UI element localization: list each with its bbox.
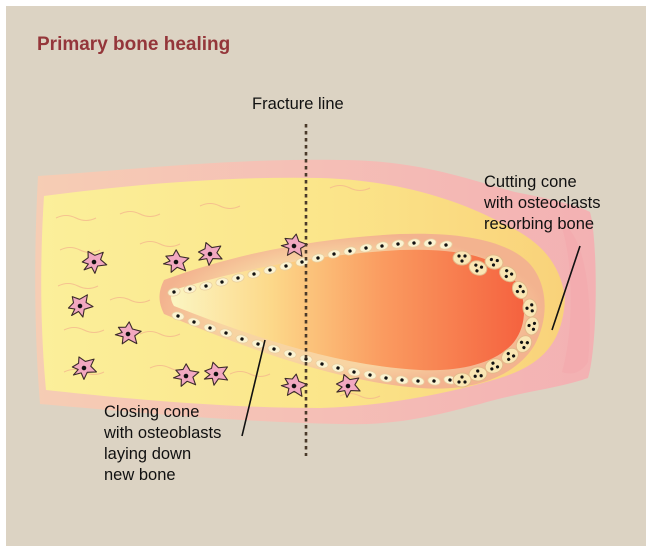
closing-cone-label-line: Closing cone <box>104 402 221 423</box>
closing-cone-label-line: with osteoblasts <box>104 423 221 444</box>
closing-cone-label-line: new bone <box>104 465 221 486</box>
cutting-cone-label: Cutting cone with osteoclasts resorbing … <box>484 172 600 235</box>
osteoclast-icon <box>453 251 471 265</box>
cutting-cone-label-line: with osteoclasts <box>484 193 600 214</box>
cutting-cone-label-line: Cutting cone <box>484 172 600 193</box>
osteoclast-icon <box>453 373 471 387</box>
closing-cone-label-line: laying down <box>104 444 221 465</box>
closing-cone-label: Closing cone with osteoblasts laying dow… <box>104 402 221 486</box>
cutting-cone-label-line: resorbing bone <box>484 214 600 235</box>
fracture-line-label: Fracture line <box>252 94 344 115</box>
figure-title: Primary bone healing <box>37 34 230 56</box>
